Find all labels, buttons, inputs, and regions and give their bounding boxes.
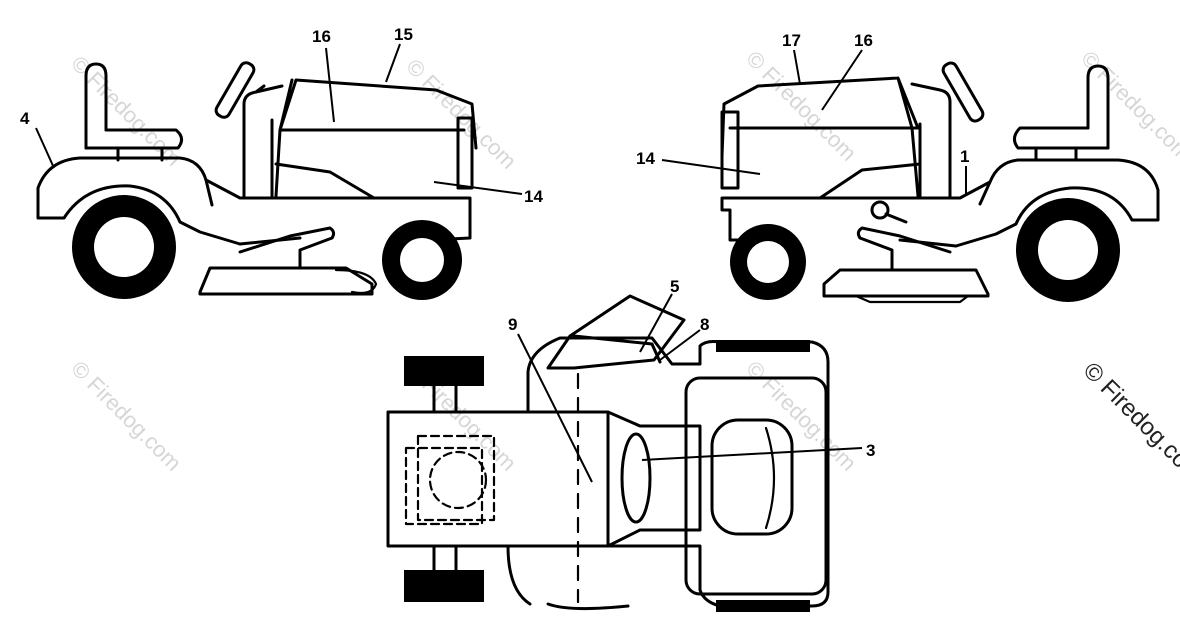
- leader-top-5: [639, 293, 673, 353]
- rear-fender-top: [386, 410, 610, 548]
- callout-top-9: 9: [508, 315, 517, 334]
- lift-lever: [884, 212, 908, 224]
- callout-top-8: 8: [700, 315, 709, 334]
- seat-cushion-top: [428, 450, 488, 510]
- leader-left-15: [385, 43, 401, 83]
- tractor-top-view: [386, 294, 830, 612]
- front-wheel-right: [730, 224, 806, 300]
- leader-left-14: [433, 181, 523, 195]
- watermark-left-mid: © Firedog.com: [401, 54, 521, 174]
- right-callouts: 17 16 14 1: [636, 31, 969, 196]
- rear-fender: [36, 156, 242, 246]
- leader-left-16: [325, 47, 335, 123]
- hood-top: [684, 376, 828, 596]
- hood-neck-top: [606, 410, 702, 548]
- callout-right-14: 14: [636, 149, 655, 168]
- engine-cover-curve: [764, 426, 776, 530]
- steering-column-right: [910, 82, 952, 200]
- seat-outline-top-2: [404, 446, 484, 526]
- watermark-bottom-right: © Firedog.com: [741, 356, 861, 476]
- deck-pad-bottom: [716, 600, 810, 612]
- deck-top-shell: [526, 336, 830, 608]
- steering-wheel: [214, 61, 256, 119]
- tractor-right-side-view: [720, 61, 1160, 304]
- watermark-bottom-left: © Firedog.com: [66, 356, 186, 476]
- left-callouts: 4 16 15 14: [20, 25, 543, 206]
- discharge-chute-left: [334, 268, 378, 295]
- leader-right-14: [661, 159, 761, 175]
- mower-deck-right: [822, 268, 990, 298]
- front-grille: [456, 116, 474, 190]
- deck-pedal-left: [238, 226, 336, 270]
- leader-left-4: [35, 127, 55, 169]
- discharge-chute-top: [546, 294, 686, 370]
- lift-knob: [870, 200, 890, 220]
- callout-left-4: 4: [20, 109, 30, 128]
- callout-left-16: 16: [312, 27, 331, 46]
- watermark-layer: © Firedog.com © Firedog.com © Firedog.co…: [66, 46, 1180, 476]
- frame-right: [720, 180, 992, 248]
- callout-top-5: 5: [670, 277, 679, 296]
- steering-wheel-right: [941, 61, 985, 123]
- callout-left-15: 15: [394, 25, 413, 44]
- callout-right-16: 16: [854, 31, 873, 50]
- leader-top-3: [641, 447, 863, 461]
- callout-right-1: 1: [960, 147, 969, 166]
- callout-right-17: 17: [782, 31, 801, 50]
- rear-wheel-right: [1016, 198, 1120, 302]
- rear-tire-top-left: [404, 356, 484, 386]
- seat-cushion-right: [1013, 126, 1110, 150]
- leader-right-17: [793, 49, 801, 85]
- deck-pedal-right: [856, 226, 952, 272]
- front-grille-right: [720, 110, 740, 190]
- callout-left-14: 14: [524, 187, 543, 206]
- rear-fender-right: [954, 158, 1160, 248]
- hood: [274, 78, 478, 200]
- seat-back: [84, 62, 108, 150]
- callout-top-3: 3: [866, 441, 875, 460]
- seat-back-right: [1086, 64, 1110, 150]
- leader-top-9: [517, 333, 593, 483]
- rear-tire-bottom-left: [404, 570, 484, 602]
- top-callouts: 5 8 9 3: [508, 277, 875, 483]
- watermark-right-top: © Firedog.com: [741, 46, 861, 166]
- deck-pad-top: [716, 340, 810, 352]
- hood-right: [720, 76, 922, 200]
- seat-outline-top: [416, 434, 496, 522]
- tractor-left-side-view: [36, 61, 478, 300]
- deck-lower-arc: [506, 544, 630, 611]
- deck-bottom-right: [854, 294, 970, 304]
- watermark-edge-dark: © Firedog.co: [1078, 357, 1180, 473]
- seat-cushion: [84, 128, 183, 150]
- steering-wheel-top: [620, 432, 652, 524]
- rear-wheel-left: [72, 195, 176, 299]
- leader-right-16: [821, 49, 863, 111]
- steering-column: [242, 84, 284, 198]
- watermark-left-top: © Firedog.com: [66, 51, 186, 171]
- front-wheel-left: [382, 220, 462, 300]
- mower-deck-left: [198, 266, 374, 296]
- engine-cover-top: [710, 418, 794, 536]
- leader-top-8: [659, 329, 701, 361]
